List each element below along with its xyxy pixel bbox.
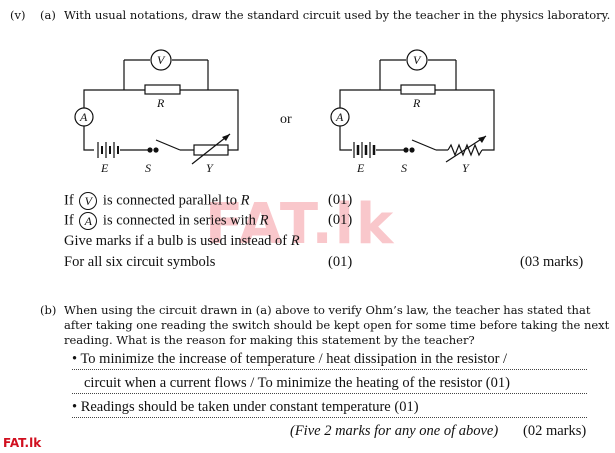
- resistor-label-right: R: [412, 96, 421, 110]
- part-a-total: (03 marks): [520, 254, 584, 270]
- watermark: FAT.lk: [205, 192, 396, 257]
- dotted-line-1: [72, 369, 587, 370]
- marking-row-4: For all six circuit symbols: [64, 254, 216, 270]
- marking-row-1: If V is connected parallel to R: [64, 192, 250, 210]
- marking-row-1-mark: (01): [328, 192, 353, 208]
- circuit-diagrams: V A R E S Y or V A R E S Y: [74, 49, 495, 175]
- part-b-line-1: When using the circuit drawn in (a) abov…: [64, 303, 591, 317]
- dotted-line-3: [72, 417, 587, 418]
- dotted-line-2: [72, 393, 587, 394]
- part-b-label: (b): [40, 303, 57, 317]
- rheostat-label-left: Y: [206, 161, 214, 175]
- cell-label-left: E: [100, 161, 109, 175]
- marking-row-3: Give marks if a bulb is used instead of …: [64, 233, 300, 249]
- ammeter-label-right: A: [335, 110, 344, 124]
- rheostat-label-right: Y: [462, 161, 470, 175]
- question-number: (v): [10, 8, 26, 22]
- part-b-line-3: reading. What is the reason for making t…: [64, 333, 475, 347]
- marking-row-4-mark: (01): [328, 254, 353, 270]
- part-a-label: (a): [40, 8, 56, 22]
- answer-bullet-1: • To minimize the increase of temperatur…: [72, 351, 508, 367]
- part-b-line-2: after taking one reading the switch shou…: [64, 318, 610, 332]
- switch-label-right: S: [401, 161, 407, 175]
- part-b-total: (02 marks): [523, 423, 587, 439]
- voltmeter-symbol: V: [79, 192, 98, 210]
- or-label: or: [280, 112, 292, 127]
- answer-line-2: circuit when a current flows / To minimi…: [84, 375, 510, 391]
- answer-bullet-2: • Readings should be taken under constan…: [72, 399, 419, 415]
- marking-row-2-mark: (01): [328, 212, 353, 228]
- part-a-text: With usual notations, draw the standard …: [64, 8, 611, 22]
- resistor-label-left: R: [156, 96, 165, 110]
- voltmeter-label-left: V: [157, 53, 166, 67]
- site-tag: FAT.lk: [3, 436, 42, 450]
- switch-label-left: S: [145, 161, 151, 175]
- marking-row-2: If A is connected in series with R: [64, 212, 269, 230]
- footer-note: (Five 2 marks for any one of above): [290, 423, 499, 439]
- cell-label-right: E: [356, 161, 365, 175]
- ammeter-symbol: A: [79, 212, 98, 230]
- voltmeter-label-right: V: [413, 53, 422, 67]
- ammeter-label-left: A: [79, 110, 88, 124]
